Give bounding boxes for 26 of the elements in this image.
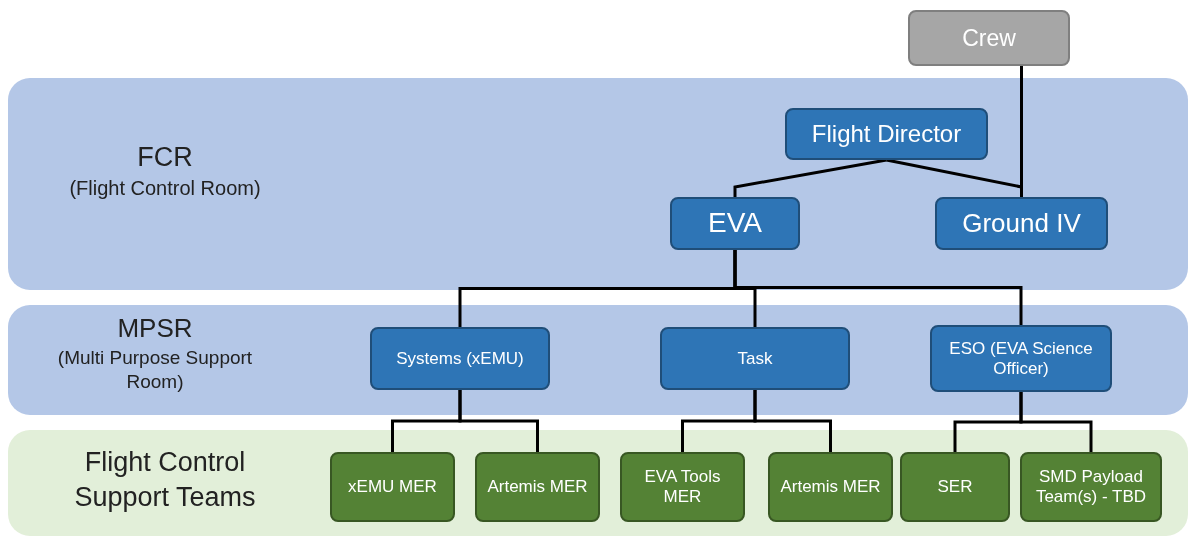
room-title: Flight Control Support Teams [73,446,257,515]
connector-line [733,250,1023,325]
role-box: Systems (xEMU) [370,327,550,390]
team-box: Artemis MER [475,452,600,522]
crew-box: Crew [908,10,1070,66]
role-box: EVA [670,197,800,250]
connector-line [753,390,832,452]
connector-line [458,390,539,452]
role-box: Task [660,327,850,390]
room-band [8,78,1188,290]
team-box: Artemis MER [768,452,893,522]
room-band [8,430,1188,536]
connector-line [1019,392,1093,452]
room-band [8,305,1188,415]
team-box: SMD Payload Team(s) - TBD [1020,452,1162,522]
room-subtitle: (Multi Purpose Support Room) [56,345,254,395]
room-subtitle: (Flight Control Room) [68,176,262,202]
room-title: FCR [136,141,194,174]
role-box: Flight Director [785,108,988,160]
room-title: MPSR [116,312,194,345]
connector-line [733,158,887,197]
team-box: xEMU MER [330,452,455,522]
team-box: SER [900,452,1010,522]
team-box: EVA Tools MER [620,452,745,522]
role-box: ESO (EVA Science Officer) [930,325,1112,392]
role-box: Ground IV [935,197,1108,250]
